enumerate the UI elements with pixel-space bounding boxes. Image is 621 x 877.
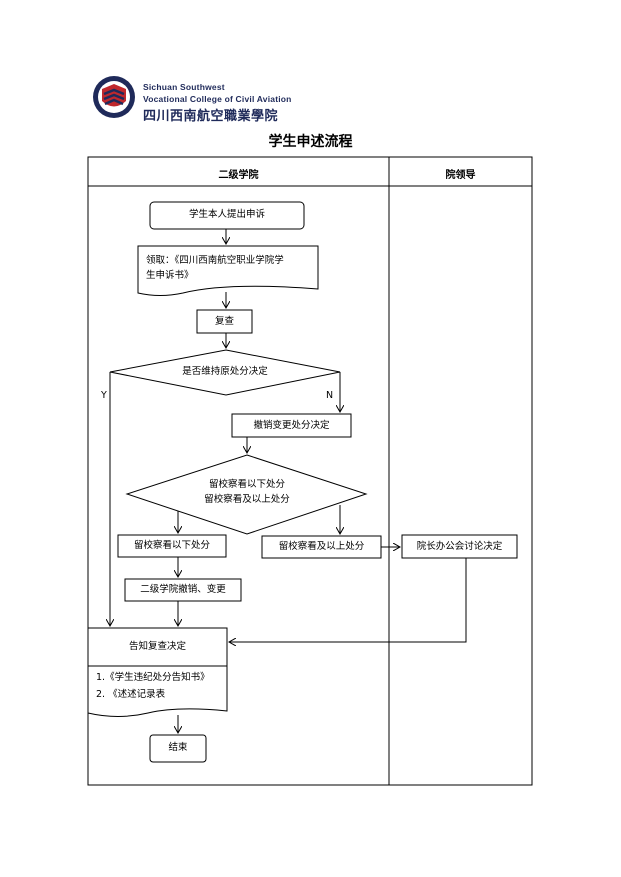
logo-english-line2: Vocational College of Civil Aviation: [143, 94, 292, 104]
notify-doc-item-1: 1.《学生违纪处分告知书》: [96, 672, 210, 683]
student-submit-box: [149, 201, 305, 230]
below-probation-box: [117, 534, 227, 558]
president-office-box: [401, 534, 518, 559]
below-probation-label: 留校察看以下处分: [133, 540, 210, 551]
college-logo: [92, 74, 136, 120]
lane-header-college: 二级学院: [218, 170, 259, 181]
review-label: 复查: [214, 316, 234, 327]
level-decision-diamond: [125, 454, 368, 535]
college-emblem-icon: [93, 76, 135, 118]
logo-chinese-name: 四川西南航空職業學院: [143, 109, 279, 124]
page-title: 学生申述流程: [268, 134, 353, 150]
keep-decision-diamond: [109, 349, 341, 396]
review-box: [196, 309, 253, 334]
collect-form-label-2: 生申诉书》: [146, 270, 194, 281]
notify-doc: [87, 627, 228, 717]
level-decision-label-1: 留校察看以下处分: [208, 479, 285, 490]
lane-header-leadership: 院领导: [445, 170, 476, 181]
swimlane-table: [87, 156, 533, 786]
student-submit-label: 学生本人提出申诉: [188, 209, 265, 220]
above-probation-label: 留校察看及以上处分: [278, 541, 365, 552]
revoke-change-box: [231, 413, 352, 438]
college-revoke-box: [124, 578, 242, 602]
president-office-label: 院长办公会讨论决定: [416, 541, 503, 552]
revoke-change-label: 撤销变更处分决定: [253, 420, 330, 431]
notify-doc-item-2: 2. 《述述记录表: [96, 689, 166, 700]
keep-decision-label: 是否维持原处分决定: [182, 366, 268, 377]
level-decision-label-2: 留校察看及以上处分: [204, 494, 290, 505]
collect-form-label-1: 领取：《四川西南航空职业学院学: [146, 255, 284, 266]
college-revoke-label: 二级学院撤销、变更: [140, 584, 226, 595]
collect-form-doc: [137, 245, 319, 296]
logo-english-line1: Sichuan Southwest: [143, 82, 225, 92]
end-box: [149, 734, 207, 763]
notify-label: 告知复查决定: [128, 641, 186, 652]
end-label: 结束: [168, 742, 188, 753]
yes-label: Y: [101, 390, 107, 401]
no-label: N: [326, 390, 334, 401]
connectors: [110, 229, 467, 733]
